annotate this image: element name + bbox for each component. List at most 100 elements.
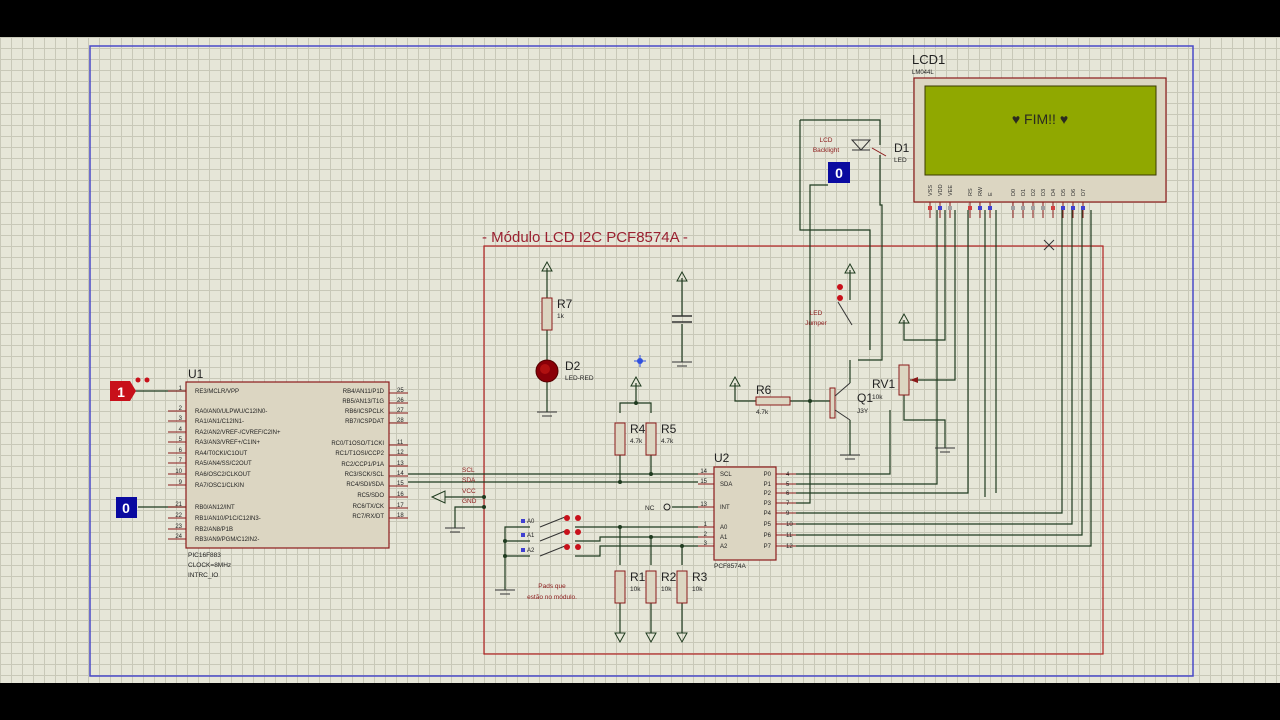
- u1-ref: U1: [188, 367, 204, 381]
- rv1-potentiometer[interactable]: RV1 10k: [872, 364, 918, 401]
- logic-state-mclr[interactable]: 1: [110, 377, 150, 402]
- lcd-pin-d5[interactable]: D5: [1061, 189, 1067, 218]
- lcd-pin-vee[interactable]: VEE: [948, 185, 954, 218]
- svg-text:A0: A0: [527, 519, 535, 525]
- u2-pin-p1[interactable]: 5P1: [764, 482, 796, 488]
- u2-pin-p2[interactable]: 6P2: [764, 491, 796, 497]
- svg-text:2: 2: [179, 406, 183, 412]
- lcd-pin-vss[interactable]: VSS: [928, 185, 934, 218]
- u2-pin-p4[interactable]: 9P4: [764, 511, 796, 517]
- lcd-pin-vdd[interactable]: VDD: [938, 184, 944, 218]
- resistor-ref: R5: [661, 422, 677, 436]
- svg-text:RC6/TX/CK: RC6/TX/CK: [353, 504, 384, 510]
- lcd-pin-d4[interactable]: D4: [1051, 189, 1057, 218]
- r6-resistor[interactable]: R64.7k: [755, 383, 791, 416]
- lcd-pin-rs[interactable]: RS: [968, 188, 974, 218]
- d2-led-red[interactable]: D2 LED-RED: [535, 359, 594, 383]
- lcd-pin-d1[interactable]: D1: [1021, 189, 1027, 218]
- address-switch-a2[interactable]: A2: [521, 544, 581, 557]
- lcd-pin-name: VDD: [938, 184, 944, 196]
- led-jumper[interactable]: LED Jumper: [805, 284, 853, 327]
- u2-pin-p0[interactable]: 4P0: [764, 472, 796, 478]
- resistor-ref: R4: [630, 422, 646, 436]
- lcd-pin-e[interactable]: E: [988, 192, 994, 218]
- r5-resistor[interactable]: R5 4.7k: [645, 422, 677, 456]
- logic-state-rb0[interactable]: 0: [116, 497, 137, 518]
- svg-text:21: 21: [175, 502, 182, 508]
- svg-text:7: 7: [786, 501, 790, 507]
- lcd-backlight-label: LCD: [819, 137, 832, 144]
- u2-pin-p3[interactable]: 7P3: [764, 501, 796, 507]
- lcd-pin-name: D4: [1051, 189, 1057, 196]
- logic-state-backlight[interactable]: 0: [828, 162, 850, 183]
- wires: [135, 119, 1092, 633]
- r4-resistor[interactable]: R44.7k: [614, 422, 646, 456]
- lcd-ref: LCD1: [912, 52, 945, 67]
- lcd-pin-d2[interactable]: D2: [1031, 189, 1037, 218]
- lcd-pin-d0[interactable]: D0: [1011, 189, 1017, 218]
- q1-transistor[interactable]: Q1 J3Y: [829, 382, 873, 421]
- d1-backlight-led[interactable]: D1 LED LCD Backlight: [813, 137, 910, 164]
- lcd-pin-d3[interactable]: D3: [1041, 189, 1047, 218]
- svg-text:RA4/T0CKI/C1OUT: RA4/T0CKI/C1OUT: [195, 451, 248, 457]
- module-title: - Módulo LCD I2C PCF8574A -: [482, 229, 688, 246]
- svg-text:16: 16: [397, 492, 404, 498]
- resistor-value: 4.7k: [661, 438, 674, 445]
- lcd-text: ♥ FIM!! ♥: [1012, 111, 1068, 127]
- svg-text:P0: P0: [764, 472, 772, 478]
- svg-text:13: 13: [700, 502, 707, 508]
- svg-text:RB3/AN9/PGM/C12IN2-: RB3/AN9/PGM/C12IN2-: [195, 537, 259, 543]
- lcd-pin-d7[interactable]: D7: [1081, 189, 1087, 218]
- svg-text:RA1/AN1/C12IN1-: RA1/AN1/C12IN1-: [195, 419, 244, 425]
- lcd-pin-rw[interactable]: RW: [978, 186, 984, 218]
- lcd-part: LM044L: [912, 70, 934, 76]
- capacitor[interactable]: [672, 315, 692, 323]
- address-switch-a1[interactable]: A1: [521, 529, 581, 542]
- lcd-pin-d6[interactable]: D6: [1071, 189, 1077, 218]
- address-switch-a0[interactable]: A0: [521, 515, 581, 528]
- svg-text:LED: LED: [810, 310, 823, 317]
